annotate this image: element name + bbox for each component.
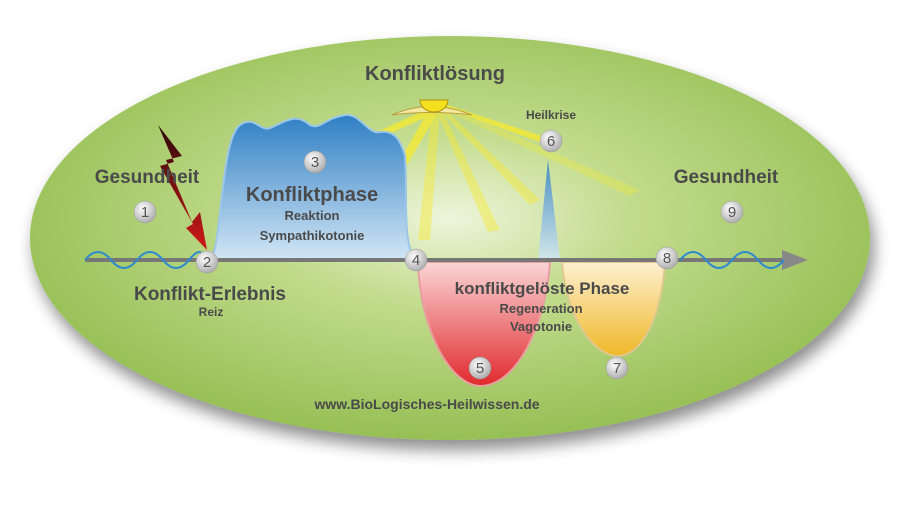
marker-7: 7 [605,356,629,380]
healing-crisis-label: Heilkrise [526,108,576,122]
conflict-phase-sub1: Reaktion [285,208,340,223]
arrow-head-icon [782,250,808,270]
sun-icon [391,99,473,116]
marker-1: 1 [133,200,157,224]
marker-number: 5 [476,360,484,377]
resolved-phase-yellow-area [560,261,667,358]
health-right-label: Gesundheit [674,167,779,188]
marker-number: 3 [311,154,319,171]
conflict-phase-area [207,113,417,261]
health-left-label: Gesundheit [95,167,200,188]
resolved-phase-sub1: Regeneration [499,301,582,316]
marker-ball [720,200,744,224]
marker-ball [468,356,492,380]
wave-right [679,251,785,269]
website-url[interactable]: www.BioLogisches-Heilwissen.de [313,396,539,412]
marker-4: 4 [404,248,428,272]
phase-markers: 1 2 3 4 5 6 7 8 9 [133,129,744,380]
resolved-phase-red-area [416,261,552,388]
resolved-phase-sub2: Vagotonie [510,319,572,334]
background-ellipse [30,36,870,440]
marker-ball [539,129,563,153]
marker-number: 4 [412,252,420,269]
healing-crisis-spike [538,160,560,260]
marker-9: 9 [720,200,744,224]
marker-ball [133,200,157,224]
lightning-bolt-icon [158,125,207,250]
conflict-phase-sub2: Sympathikotonie [260,228,365,243]
marker-5: 5 [468,356,492,380]
marker-number: 8 [663,250,671,267]
marker-2: 2 [195,250,219,274]
marker-ball [195,250,219,274]
marker-number: 9 [728,204,736,221]
marker-ball [404,248,428,272]
resolved-phase-label: konfliktgelöste Phase [455,279,630,298]
marker-3: 3 [303,150,327,174]
marker-number: 1 [141,204,149,221]
conflict-phase-label: Konfliktphase [246,184,378,206]
marker-8: 8 [655,246,679,270]
wave-left [84,251,204,269]
marker-number: 2 [203,254,211,271]
marker-number: 6 [547,133,555,150]
conflict-event-label: Konflikt-Erlebnis [134,284,286,305]
marker-ball [303,150,327,174]
marker-number: 7 [613,360,621,377]
marker-ball [655,246,679,270]
diagram-title: Konfliktlösung [365,63,505,85]
marker-6: 6 [539,129,563,153]
conflict-event-sub: Reiz [199,305,224,319]
marker-ball [605,356,629,380]
